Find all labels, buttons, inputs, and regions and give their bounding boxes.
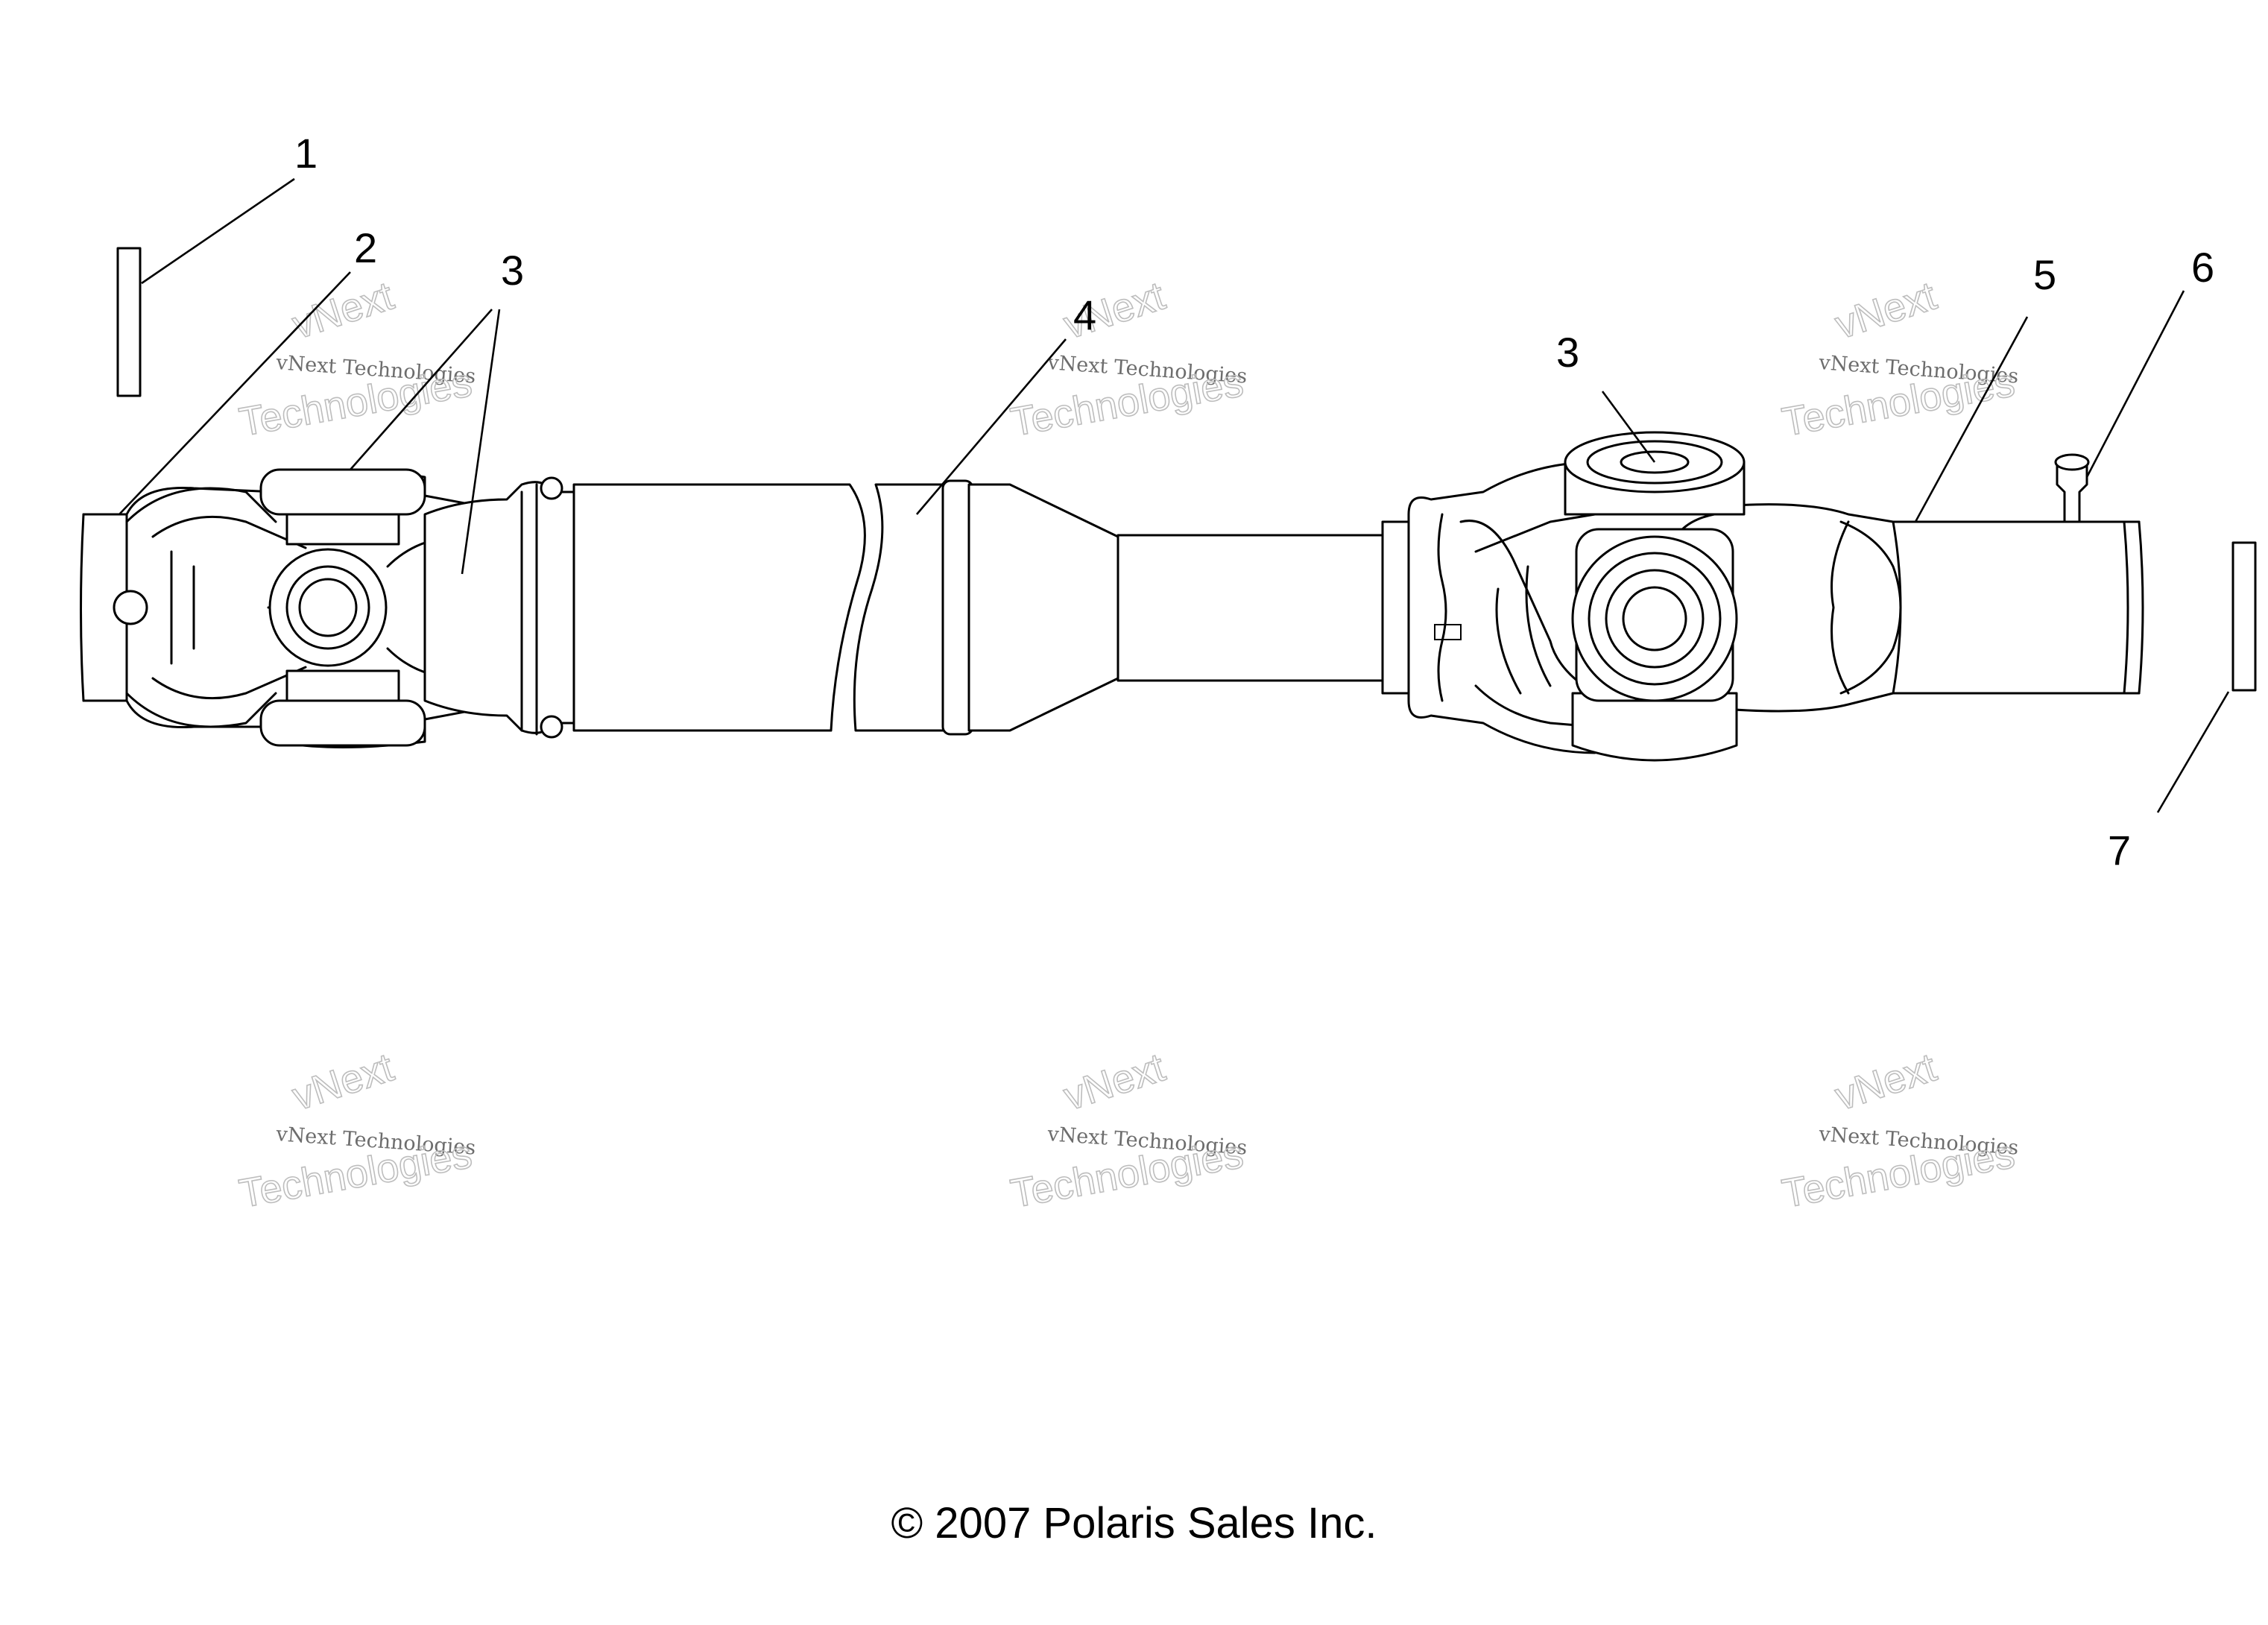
watermark: vNext vNext Technologies Technologies <box>1778 273 2019 446</box>
callout-4: 4 <box>1073 291 1096 338</box>
watermark-vnext: vNext <box>1830 1045 1942 1120</box>
part-4-shaft-tube <box>572 479 1410 736</box>
copyright-notice: © 2007 Polaris Sales Inc. <box>891 1499 1377 1547</box>
part-7-retainer <box>2231 541 2257 692</box>
watermark: vNext vNext Technologies Technologies <box>236 273 476 446</box>
leader-lines <box>119 177 2230 813</box>
watermark: vNext vNext Technologies Technologies <box>1007 273 1248 446</box>
callout-2: 2 <box>354 224 377 271</box>
watermark-vnext: vNext <box>287 274 399 348</box>
watermark: vNext vNext Technologies Technologies <box>236 1044 476 1217</box>
callout-6: 6 <box>2191 244 2214 291</box>
callouts: 1 2 3 3 4 5 6 7 <box>294 130 2214 874</box>
callout-3-left: 3 <box>501 247 524 294</box>
watermark: vNext vNext Technologies Technologies <box>1778 1044 2019 1217</box>
callout-5: 5 <box>2033 251 2056 298</box>
watermark-vnext: vNext <box>1058 1045 1170 1120</box>
watermark-vnext: vNext <box>1830 274 1942 348</box>
part-5-rear-yoke <box>1407 431 2144 762</box>
part-6-grease-fitting <box>2056 461 2088 523</box>
callout-1: 1 <box>294 130 318 177</box>
watermark-grid: vNext vNext Technologies Technologies vN… <box>236 273 2019 1217</box>
part-1-retainer <box>116 247 142 397</box>
part-2-front-yoke <box>80 468 575 748</box>
watermark-vnext: vNext <box>287 1045 399 1120</box>
callout-7: 7 <box>2108 827 2131 874</box>
callout-3-right: 3 <box>1556 329 1579 376</box>
watermark: vNext vNext Technologies Technologies <box>1007 1044 1248 1217</box>
